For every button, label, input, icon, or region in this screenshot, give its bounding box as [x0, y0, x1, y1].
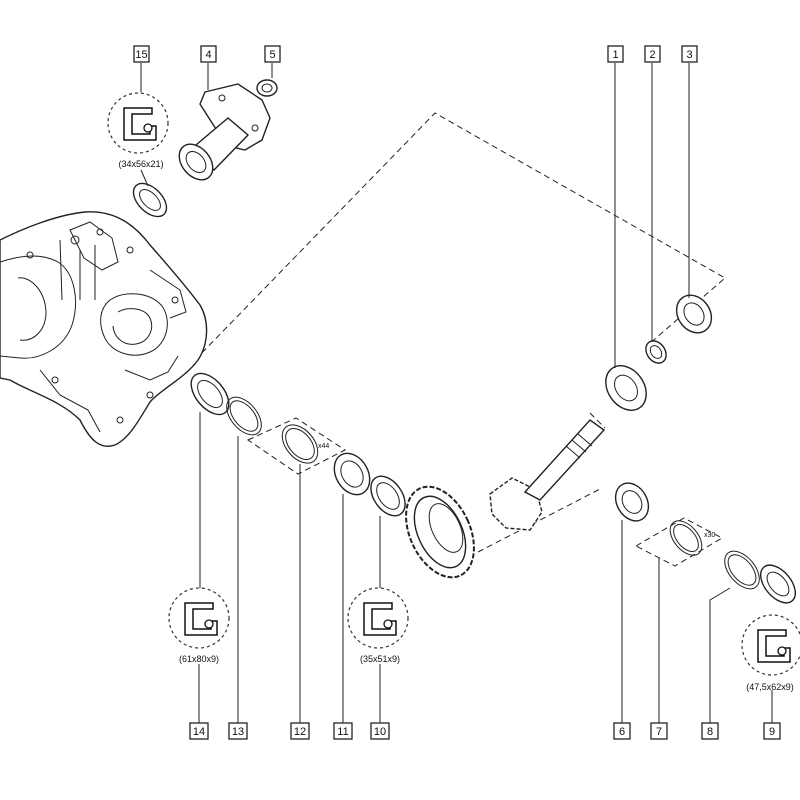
callout-12: 12 [290, 722, 310, 740]
callout-2: 2 [644, 45, 661, 63]
bearing-part-11 [333, 452, 371, 496]
callout-10: 10 [370, 722, 390, 740]
nut-part-5 [256, 79, 278, 97]
callout-11: 11 [333, 722, 353, 740]
callout-14: 14 [189, 722, 209, 740]
ring-gear-icon [405, 485, 475, 579]
svg-text:4: 4 [205, 49, 211, 61]
oil-seal-icon [363, 602, 397, 636]
svg-text:13: 13 [232, 726, 244, 738]
dashed-outline-pinion [194, 112, 726, 361]
oil-seal-part-10 [370, 475, 406, 517]
seal-dimension-10: (35x51x9) [360, 654, 400, 664]
seal-dimension-14: (61x80x9) [179, 654, 219, 664]
pinion-shaft-icon [489, 419, 606, 531]
dashed-guide-pinion [589, 412, 606, 429]
shim-part-12 [281, 424, 319, 464]
seal-dimension-15: (34x56x21) [118, 159, 163, 169]
svg-text:10: 10 [374, 726, 386, 738]
svg-text:1: 1 [612, 49, 618, 61]
callout-9: 9 [763, 722, 781, 740]
svg-text:8: 8 [707, 726, 713, 738]
svg-text:14: 14 [193, 726, 205, 738]
dashed-guide-gear [477, 487, 603, 553]
svg-text:3: 3 [686, 49, 692, 61]
quantity-label-12: x44 [318, 443, 329, 450]
callout-3: 3 [681, 45, 698, 63]
svg-text:9: 9 [769, 726, 775, 738]
callout-8: 8 [701, 722, 719, 740]
oil-seal-icon [184, 602, 218, 636]
svg-text:15: 15 [135, 49, 147, 61]
callout-7: 7 [650, 722, 668, 740]
svg-text:7: 7 [656, 726, 662, 738]
oil-seal-part-15 [132, 182, 168, 218]
bearing-part-1 [605, 365, 647, 411]
circlip-part-13 [226, 396, 262, 436]
seal-detail-15 [107, 92, 169, 154]
leader-lines [140, 63, 773, 723]
shim-part-7 [669, 520, 703, 556]
callout-15: 15 [133, 45, 150, 63]
callout-13: 13 [228, 722, 248, 740]
bearing-part-6 [614, 482, 650, 522]
callout-4: 4 [200, 45, 217, 63]
svg-text:11: 11 [337, 726, 348, 738]
seal-dimension-9: (47,5x62x9) [746, 682, 794, 692]
callout-6: 6 [613, 722, 631, 740]
spacer-part-2 [645, 340, 667, 364]
gearbox-housing-icon [0, 211, 208, 447]
seal-detail-10 [347, 587, 409, 649]
svg-text:6: 6 [619, 726, 625, 738]
svg-text:2: 2 [649, 49, 655, 61]
oil-seal-part-14 [190, 372, 230, 416]
svg-text:12: 12 [294, 726, 306, 738]
dashed-shim-box-12 [246, 417, 346, 475]
oil-seal-icon [123, 107, 157, 141]
assembly-guide-lines [194, 112, 726, 567]
oil-seal-part-9 [760, 564, 796, 604]
circlip-part-8 [724, 550, 760, 590]
output-flange-icon [178, 83, 271, 181]
callout-5: 5 [264, 45, 281, 63]
bearing-part-3 [675, 294, 713, 334]
quantity-label-7: x30 [704, 532, 715, 539]
callout-1: 1 [607, 45, 624, 63]
seal-detail-9 [741, 614, 800, 676]
dashed-shim-box-7 [634, 517, 724, 567]
oil-seal-icon [757, 629, 791, 663]
svg-text:5: 5 [269, 49, 275, 61]
seal-detail-14 [168, 587, 230, 649]
